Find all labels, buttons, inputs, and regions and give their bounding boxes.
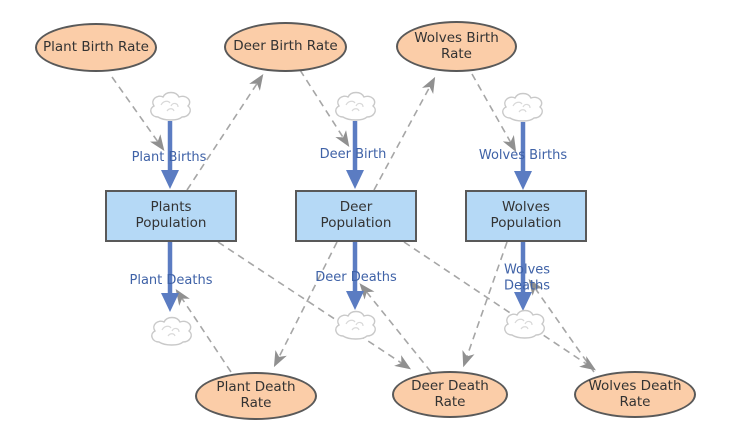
flow-label-plant-births[interactable]: Plant Births (131, 150, 207, 166)
node-label: Plants Population (135, 199, 207, 231)
influence-links (111, 69, 596, 373)
node-wolves-birth-rate[interactable]: Wolves Birth Rate (396, 21, 517, 72)
link-deer-population-to-wolves-death-rate (403, 241, 596, 371)
node-plant-birth-rate[interactable]: Plant Birth Rate (35, 23, 157, 72)
node-label: Wolves Birth Rate (414, 29, 499, 62)
flow-arrow-wolves-births[interactable] (514, 122, 532, 190)
flow-label-wolves-deaths[interactable]: Wolves Deaths (503, 262, 551, 293)
flow-arrow-deer-deaths[interactable] (346, 242, 364, 310)
flow-arrow-plant-births[interactable] (161, 121, 179, 189)
flow-arrow-deer-birth[interactable] (346, 121, 364, 189)
link-plants-population-to-deer-birth-rate (186, 73, 264, 191)
link-plants-population-to-deer-death-rate (217, 241, 412, 370)
node-deer-birth-rate[interactable]: Deer Birth Rate (224, 22, 347, 72)
node-wolves-population[interactable]: Wolves Population (465, 190, 587, 242)
node-label: Deer Population (320, 199, 392, 231)
flow-arrow-wolves-deaths[interactable] (514, 242, 532, 311)
link-plant-death-rate-to-plant-deaths (175, 289, 232, 373)
cloud-icon (502, 92, 543, 122)
cloud-icon (151, 316, 192, 346)
node-plants-population[interactable]: Plants Population (105, 190, 237, 242)
node-plant-death-rate[interactable]: Plant Death Rate (195, 372, 317, 420)
flow-arrows (161, 121, 532, 312)
node-label: Deer Birth Rate (233, 38, 338, 55)
cloud-icon (335, 310, 376, 340)
node-label: Wolves Death Rate (588, 377, 682, 410)
node-label: Deer Death Rate (411, 377, 489, 410)
cloud-icon (150, 91, 191, 121)
link-deer-birth-rate-to-deer-birth (299, 69, 350, 148)
flow-label-wolves-births[interactable]: Wolves Births (478, 148, 568, 164)
flow-label-deer-deaths[interactable]: Deer Deaths (315, 270, 397, 286)
node-deer-death-rate[interactable]: Deer Death Rate (392, 371, 508, 418)
node-label: Wolves Population (490, 199, 562, 231)
link-wolves-population-to-deer-death-rate (462, 241, 508, 368)
flow-label-deer-birth[interactable]: Deer Birth (319, 147, 387, 163)
cloud-icon (504, 309, 545, 339)
flow-arrow-plant-deaths[interactable] (161, 242, 179, 312)
flow-label-plant-deaths[interactable]: Plant Deaths (129, 273, 213, 289)
link-deer-population-to-plant-death-rate (273, 241, 338, 368)
link-wolves-birth-rate-to-wolves-births (471, 73, 517, 153)
node-label: Plant Birth Rate (43, 38, 149, 55)
node-deer-population[interactable]: Deer Population (295, 190, 417, 242)
cloud-icon (335, 91, 376, 121)
link-deer-death-rate-to-deer-deaths (359, 283, 432, 373)
link-deer-population-to-wolves-birth-rate (373, 76, 436, 191)
link-plant-birth-rate-to-plant-births (111, 76, 165, 151)
node-wolves-death-rate[interactable]: Wolves Death Rate (574, 371, 696, 418)
node-label: Plant Death Rate (216, 379, 296, 411)
